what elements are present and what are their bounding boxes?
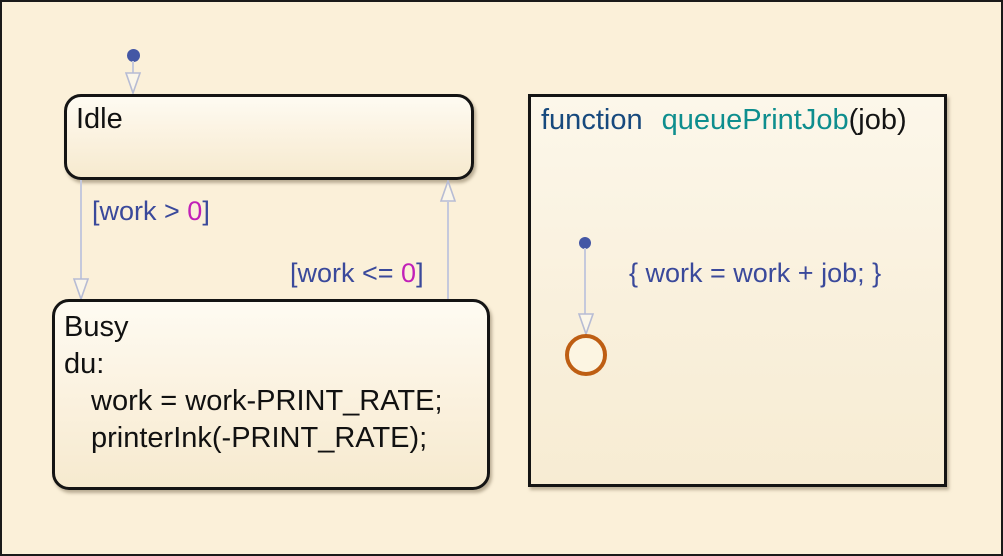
transition-label-busy-to-idle[interactable]: [work <= 0] (290, 258, 424, 289)
transition-label-idle-to-busy[interactable]: [work > 0] (92, 196, 210, 227)
arrowhead-down-icon (124, 72, 142, 94)
condition-literal: 0 (401, 258, 417, 288)
state-busy-title: Busy (64, 311, 129, 343)
transition-line-busy-to-idle[interactable] (447, 200, 449, 299)
arrowhead-up-icon (439, 180, 457, 202)
condition-text: [work <= (290, 258, 402, 288)
junction-circle-icon[interactable] (565, 334, 607, 376)
state-idle[interactable]: Idle (64, 94, 474, 180)
condition-text: ] (202, 196, 210, 226)
arrowhead-down-icon (577, 313, 595, 335)
state-busy[interactable]: Busy du: work = work-PRINT_RATE; printer… (52, 299, 490, 490)
transition-line-idle-to-busy[interactable] (80, 180, 82, 280)
default-transition-dot-icon[interactable] (127, 49, 140, 62)
state-idle-title: Idle (76, 103, 123, 135)
condition-text: ] (416, 258, 424, 288)
function-arguments: (job) (848, 104, 907, 136)
arrowhead-down-icon (72, 278, 90, 300)
function-default-transition-line[interactable] (584, 248, 586, 314)
action-text: { work = work + job; } (629, 258, 882, 288)
function-name: queuePrintJob (661, 104, 849, 136)
default-transition-dot-icon[interactable] (579, 237, 591, 249)
default-transition-line[interactable] (132, 61, 134, 74)
function-signature: function queuePrintJob(job) (531, 97, 944, 137)
function-transition-action-label[interactable]: { work = work + job; } (629, 258, 881, 289)
state-busy-during-keyword: du: (64, 348, 105, 380)
state-busy-action-2: printerInk(-PRINT_RATE); (91, 422, 428, 454)
state-busy-action-1: work = work-PRINT_RATE; (91, 385, 443, 417)
graphical-function-queueprintjob[interactable]: function queuePrintJob(job) (528, 94, 947, 487)
condition-literal: 0 (187, 196, 203, 226)
condition-text: [work > (92, 196, 188, 226)
function-keyword: function (541, 104, 643, 136)
